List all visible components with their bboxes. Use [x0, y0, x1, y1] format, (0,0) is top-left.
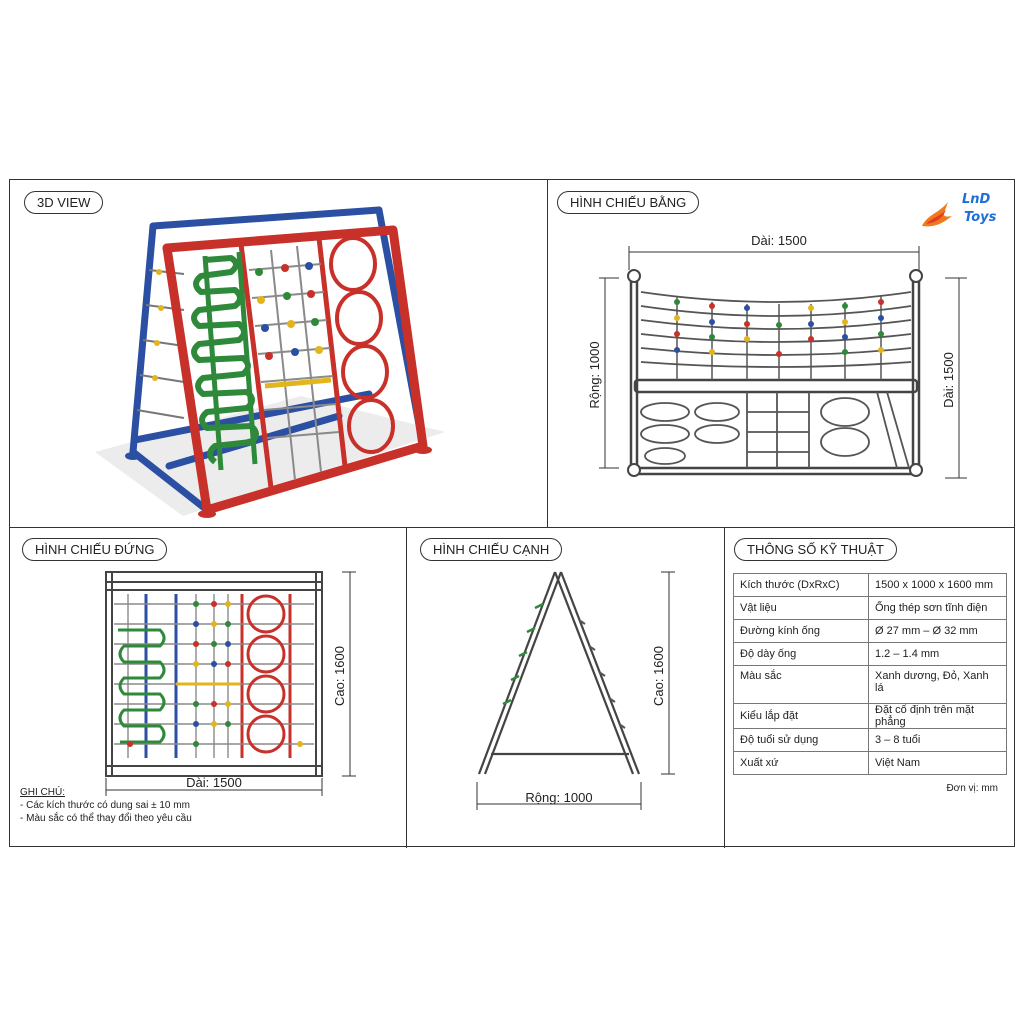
ground-plane — [95, 396, 445, 516]
notes-heading: GHI CHÚ: — [20, 787, 65, 798]
spec-value: Ống thép sơn tĩnh điện — [868, 596, 1007, 620]
spec-value: Xanh dương, Đỏ, Xanh lá — [868, 665, 1007, 704]
vertical-divider-top — [547, 180, 548, 527]
spec-label: Xuất xứ — [733, 751, 869, 775]
spec-label: Kích thước (DxRxC) — [733, 573, 869, 597]
title-specs: THÔNG SỐ KỸ THUẬT — [734, 538, 897, 561]
brand-line2: Toys — [964, 210, 997, 225]
unit-note: Đơn vị: mm — [946, 783, 998, 794]
spec-label: Đường kính ống — [733, 619, 869, 643]
specs-table: Kích thước (DxRxC)1500 x 1000 x 1600 mm … — [733, 573, 1007, 775]
spec-value: Ø 27 mm – Ø 32 mm — [868, 619, 1007, 643]
note-item: - Các kích thước có dung sai ± 10 mm — [20, 800, 190, 811]
front-view-drawing: Dài: 1500 Cao: 1600 — [105, 571, 356, 796]
title-side-view: HÌNH CHIẾU CẠNH — [420, 538, 563, 561]
top-dim-height: Dài: 1500 — [941, 352, 956, 408]
view-3d-illustration — [95, 206, 445, 518]
title-3d-view: 3D VIEW — [24, 191, 104, 214]
spec-value: Việt Nam — [868, 751, 1007, 775]
side-dim-height: Cao: 1600 — [651, 646, 666, 706]
vertical-divider-bottom-left — [406, 527, 407, 848]
green-zigzag-climber — [191, 255, 259, 465]
front-dim-length: Dài: 1500 — [186, 775, 242, 790]
front-dim-height: Cao: 1600 — [332, 646, 347, 706]
spec-value: 1.2 – 1.4 mm — [868, 642, 1007, 666]
top-view-drawing: Dài: 1500 Rộng: 1000 Dài: 1500 — [587, 233, 967, 479]
spec-value: 3 – 8 tuổi — [868, 728, 1007, 752]
top-dim-width: Rộng: 1000 — [587, 341, 602, 408]
spec-label: Vật liệu — [733, 596, 869, 620]
brand-line1: LnD — [962, 192, 991, 207]
spec-value: 1500 x 1000 x 1600 mm — [868, 573, 1007, 597]
side-view-drawing: Rộng: 1000 Cao: 1600 — [476, 571, 675, 810]
vertical-divider-bottom-right — [724, 527, 725, 848]
brand-logo: LnD Toys — [918, 190, 1008, 236]
spec-label: Độ tuổi sử dụng — [733, 728, 869, 752]
top-dim-length: Dài: 1500 — [751, 233, 807, 248]
spec-value: Đặt cố định trên mặt phẳng — [868, 703, 1007, 729]
spec-label: Độ dày ống — [733, 642, 869, 666]
table-row: Kích thước (DxRxC)1500 x 1000 x 1600 mm — [733, 573, 1007, 597]
spec-label: Màu sắc — [733, 665, 869, 704]
title-top-view: HÌNH CHIẾU BẰNG — [557, 191, 700, 214]
spec-label: Kiểu lắp đặt — [733, 703, 869, 729]
title-front-view: HÌNH CHIẾU ĐỨNG — [22, 538, 168, 561]
flame-icon — [922, 202, 952, 227]
note-item: - Màu sắc có thể thay đổi theo yêu cầu — [20, 813, 192, 824]
side-dim-width: Rộng: 1000 — [525, 790, 592, 805]
horizontal-divider — [10, 527, 1014, 528]
notes: GHI CHÚ: - Các kích thước có dung sai ± … — [20, 786, 192, 825]
